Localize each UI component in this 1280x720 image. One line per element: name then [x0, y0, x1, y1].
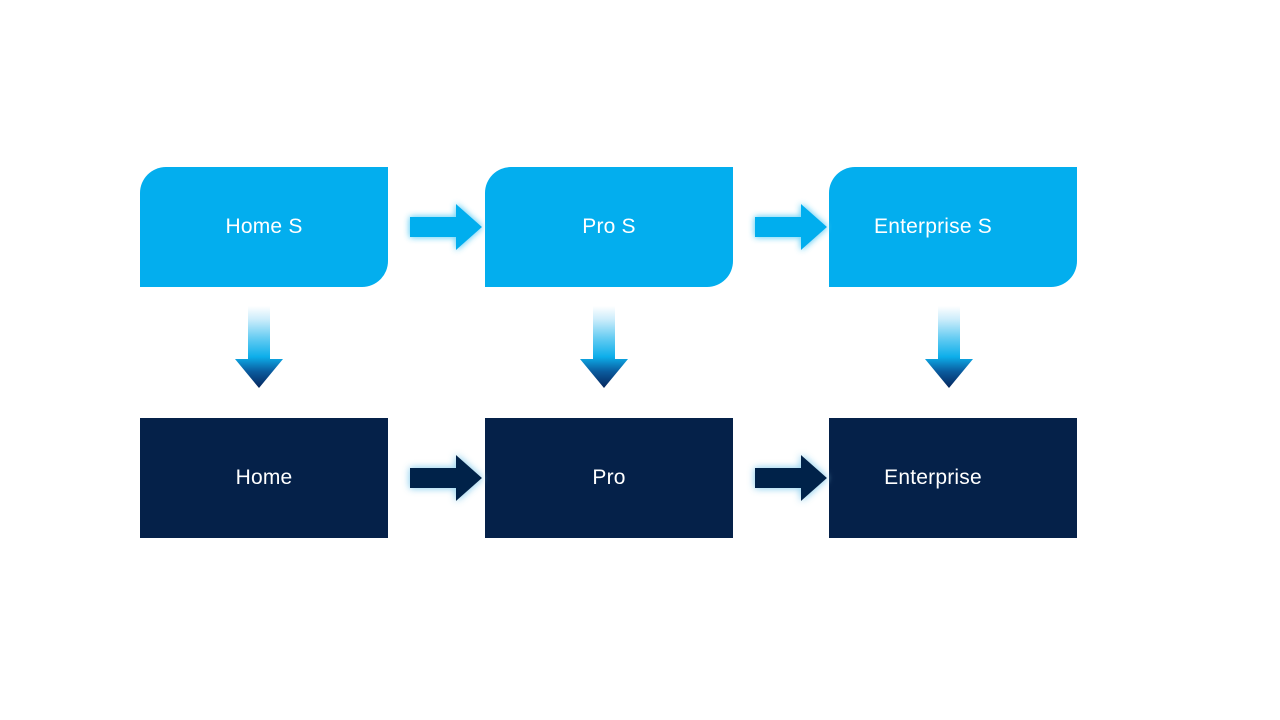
arrow-home-to-pro	[404, 450, 486, 506]
arrow-enterprise-s-to-enterprise	[921, 306, 977, 390]
node-home[interactable]: Home	[140, 418, 388, 538]
node-pro[interactable]: Pro	[485, 418, 733, 538]
arrow-pro-s-to-pro	[576, 306, 632, 390]
node-label-pro: Pro	[592, 466, 626, 490]
node-label-pro-s: Pro S	[582, 215, 636, 239]
arrow-pro-s-to-enterprise-s	[749, 199, 831, 255]
node-label-enterprise: Enterprise	[884, 466, 982, 490]
node-enterprise-s[interactable]: Enterprise S	[829, 167, 1077, 287]
arrow-home-s-to-pro-s	[404, 199, 486, 255]
node-label-home: Home	[235, 466, 293, 490]
node-pro-s[interactable]: Pro S	[485, 167, 733, 287]
node-home-s[interactable]: Home S	[140, 167, 388, 287]
node-label-enterprise-s: Enterprise S	[874, 215, 992, 239]
arrow-home-s-to-home	[231, 306, 287, 390]
arrow-pro-to-enterprise	[749, 450, 831, 506]
node-enterprise[interactable]: Enterprise	[829, 418, 1077, 538]
node-label-home-s: Home S	[225, 215, 303, 239]
